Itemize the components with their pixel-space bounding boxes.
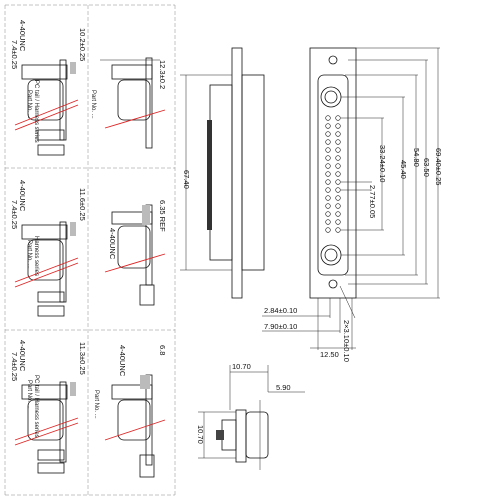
small-dim-side: 10.70	[196, 425, 205, 444]
panel-3-side-dim: 6.8	[158, 345, 167, 355]
small-dim-top: 10.70	[232, 362, 251, 371]
height-dim: 67.40	[182, 170, 191, 189]
panel-1: 7.4±0.25 4-40UNC 10.2±0.25 Part No. ... …	[10, 20, 167, 156]
small-dim-right: 5.90	[276, 383, 291, 392]
left-panel-frames	[4, 4, 176, 496]
panel-1-side-dim: 12.3±0.2	[158, 60, 167, 89]
panel-1-note-2: PC tail / Harness series	[33, 80, 39, 143]
main-side-profile	[180, 47, 265, 299]
panel-3-note-3: Part No. ...	[93, 390, 99, 419]
pitch-dim: 2.77±0.05	[368, 185, 377, 218]
panel-3-front-view	[104, 374, 166, 478]
right-dimension-lines	[341, 47, 440, 299]
bottom-dim-2-84: 2.84±0.10	[264, 306, 297, 315]
panel-2-thread: 4-40UNC	[18, 180, 27, 212]
bottom-dim-7-90: 7.90±0.10	[264, 322, 297, 331]
dim-45-40: 45.40	[399, 160, 408, 179]
pin-array	[325, 115, 341, 233]
panel-3-side-view	[14, 381, 79, 474]
panel-1-thread: 4-40UNC	[18, 20, 27, 52]
panel-2-note-1: Part No. ...	[26, 240, 32, 269]
panel-1-dim-a: 7.4±0.25	[10, 40, 19, 69]
panel-3-dim-a: 7.4±0.25	[10, 352, 19, 381]
panel-1-note-1: Part No. ...	[26, 90, 32, 119]
panel-1-side-view	[14, 59, 79, 156]
panel-1-dim-b: 10.2±0.25	[78, 28, 87, 61]
panel-2-note-2: Harness series	[33, 236, 39, 276]
pin-tails	[207, 120, 212, 230]
main-front-view	[309, 47, 357, 299]
panel-3: 7.4±0.25 4-40UNC 11.3±0.25 Part No. ... …	[10, 340, 167, 478]
coax-cavity-bottom	[320, 244, 342, 266]
coax-cavity-top	[320, 86, 342, 108]
mount-hole-bottom	[328, 279, 338, 289]
panel-1-front-view	[100, 57, 166, 149]
dim-33-24: 33.24±0.10	[378, 145, 387, 182]
panel-2: 7.4±0.25 4-40UNC 11.6±0.25 Part No. ... …	[10, 180, 167, 317]
panel-3-dim-b: 11.3±0.25	[78, 342, 87, 375]
bottom-dim-12-50: 12.50	[320, 350, 339, 359]
panel-2-front-view	[104, 204, 166, 306]
dim-69-40: 69.40±0.25	[434, 148, 443, 185]
panel-3-thread: 4-40UNC	[18, 340, 27, 372]
panel-3-note-1: Part No. ...	[26, 380, 32, 409]
panel-1-note-3: Part No. ...	[90, 90, 96, 119]
panel-2-side-view	[14, 221, 79, 317]
small-coax-view	[198, 365, 305, 470]
panel-2-dim-a: 7.4±0.25	[10, 200, 19, 229]
bottom-dimension-lines	[262, 285, 356, 350]
pin-pitch-dim: 2×3.10±0.10	[342, 320, 351, 362]
dim-63-50: 63.50	[422, 158, 431, 177]
panel-3-side-thread: 4-40UNC	[118, 345, 127, 377]
dim-54-80: 54.80	[412, 148, 421, 167]
panel-2-side-thread: 4-40UNC	[108, 228, 117, 260]
panel-2-dim-b: 11.6±0.25	[78, 188, 87, 221]
mount-hole-top	[328, 55, 338, 65]
panel-2-side-dim: 6.35 REF	[158, 200, 167, 232]
panel-3-note-2: PC tail / Harness series	[33, 375, 39, 438]
